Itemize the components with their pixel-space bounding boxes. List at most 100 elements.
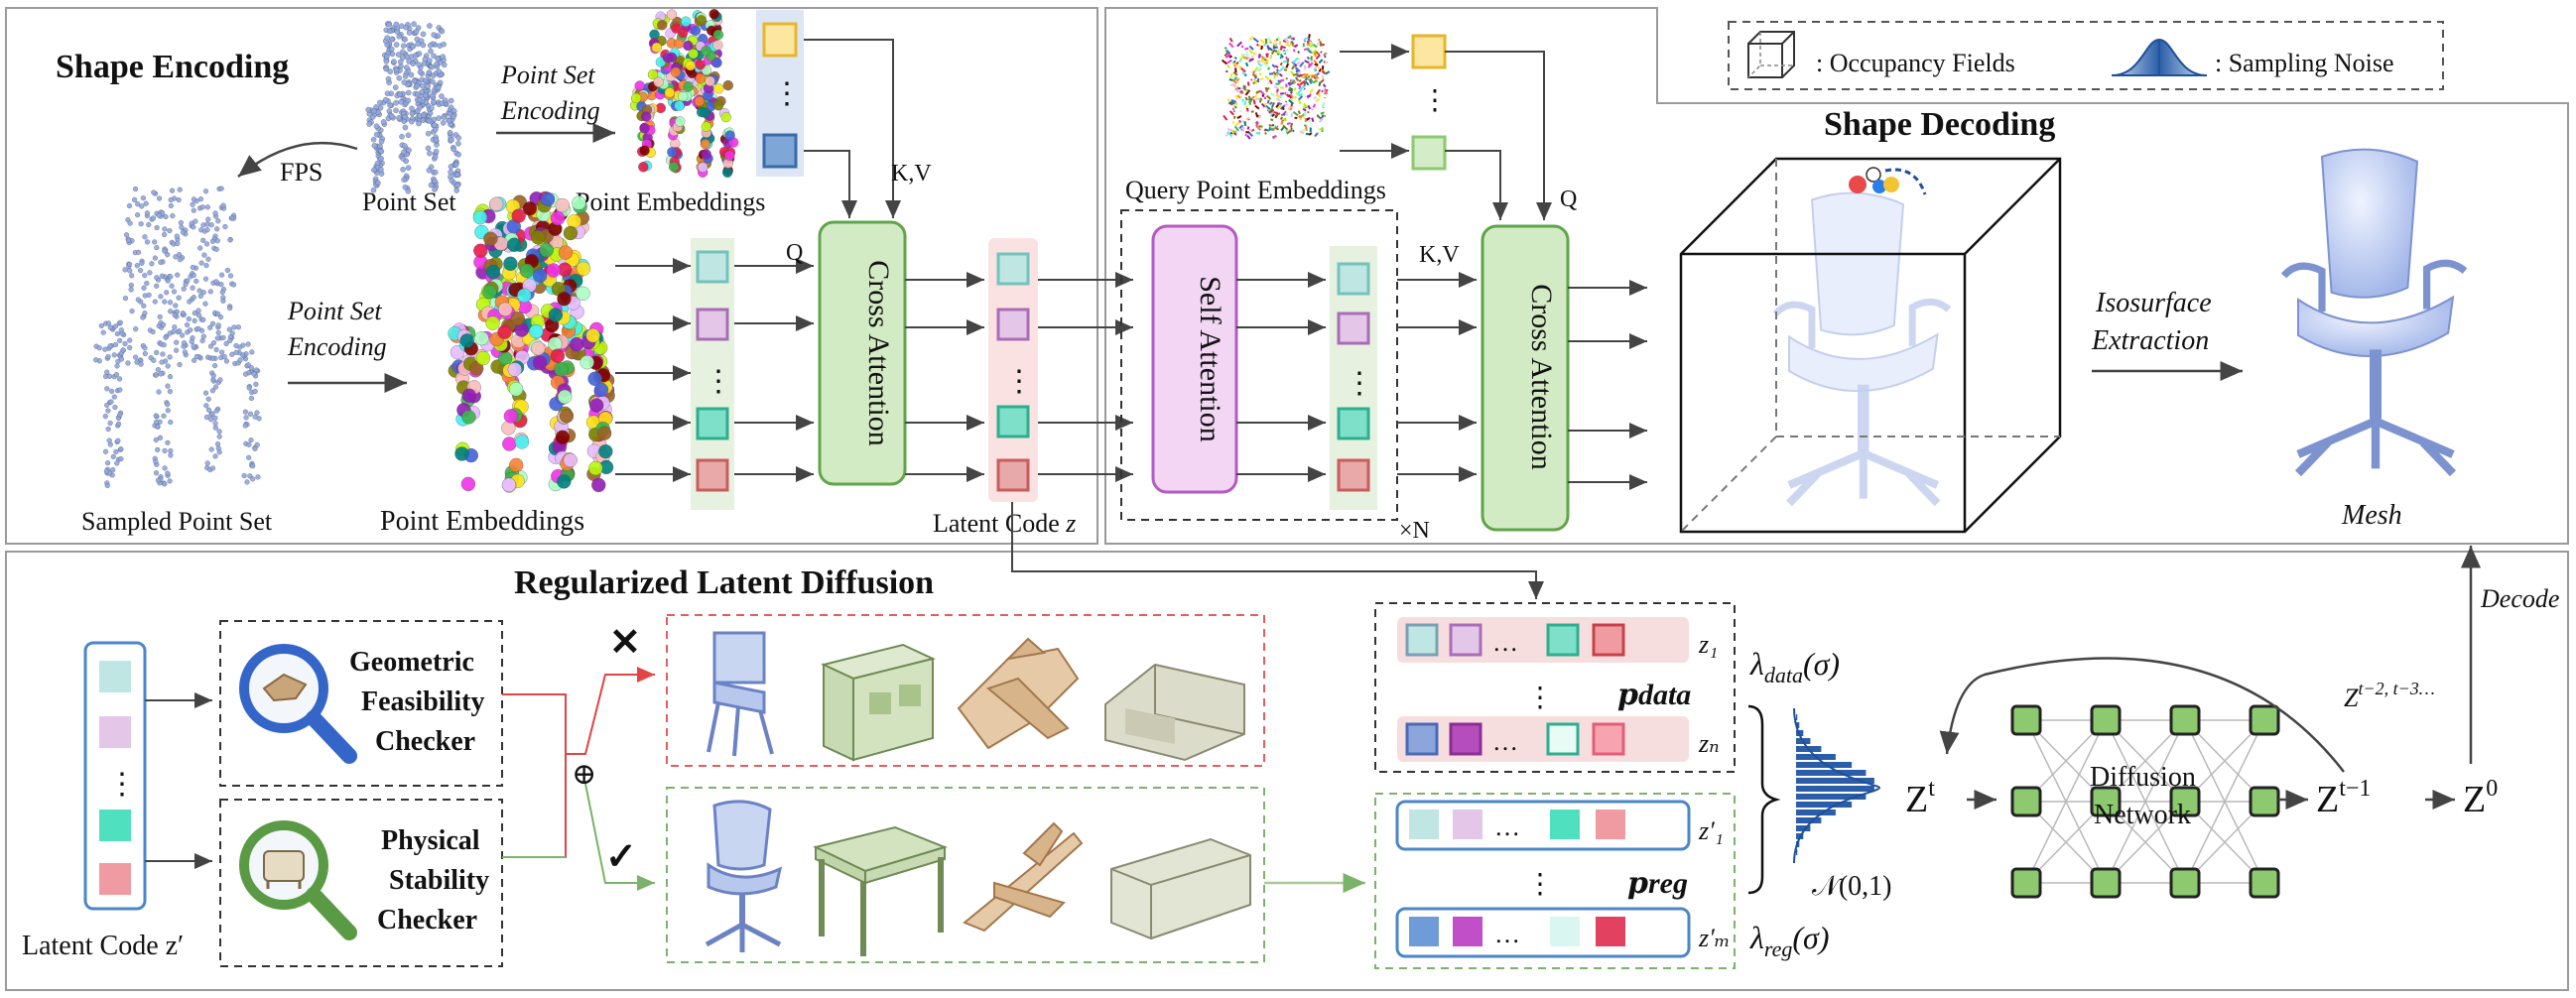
ghost-chair-image [1772,191,1952,507]
token [1596,810,1625,839]
token [1592,623,1625,657]
point-embeddings-top-label: Point Embeddings [576,187,765,216]
encode-label-bottom-1: Point Set [287,297,382,325]
physical-checker-label-2: Stability [389,865,489,896]
token [996,458,1030,492]
physical-checker-label-3: Checker [377,905,477,936]
token [1596,917,1625,946]
token [1592,722,1625,756]
occupancy-field-cube [1679,157,2062,534]
p-data-dots: ⋮ [1526,683,1554,713]
point-embeddings-bottom-label: Point Embeddings [380,506,584,537]
point-set-label: Point Set [362,187,456,216]
encode-label-top-1: Point Set [500,61,595,89]
query-embeddings-label: Query Point Embeddings [1125,176,1386,204]
token [1449,722,1482,756]
oplus-symbol: ⊕ [572,758,596,791]
gaussian-histogram [1793,707,1881,864]
token [99,661,131,692]
ellipsis: … [1494,812,1520,841]
diffusion-title: Regularized Latent Diffusion [514,564,934,601]
magnifier-icon-physical [239,820,357,940]
latent-code-prime-label: Latent Code z′ [22,931,184,961]
latent-code-column: ⋮ [988,238,1038,502]
physical-checker-box [219,799,503,967]
cross-attention-decoder-label: Cross Attention [1525,284,1558,470]
accepted-shapes-box [666,787,1265,963]
token-dots: ⋮ [107,768,137,801]
token [696,407,729,440]
legend-occupancy-label: : Occupancy Fields [1816,49,2015,77]
lambda-data-label: λdata(σ) [1749,646,1840,687]
z1p-row: … [1395,800,1691,851]
token [1546,623,1580,657]
latent-code-label: Latent Code z [933,509,1076,538]
diffusion-network-label-2: Network [2094,800,2191,830]
latent-code-prime-column: ⋮ [83,641,147,911]
cube-icon [1747,31,1795,78]
reject-mark: ✕ [609,622,641,664]
cross-attention-decoder [1481,224,1570,532]
token [1405,722,1439,756]
token [1411,34,1447,69]
token [996,308,1030,341]
lambda-reg-label: λreg(σ) [1749,920,1829,961]
times-n-label: ×N [1399,518,1430,544]
kv-label-dec: K,V [1419,242,1460,268]
accepted-office-chair-image [705,800,783,952]
token [1546,722,1580,756]
token [696,250,729,284]
token [1337,407,1370,440]
diffusion-network [2010,704,2280,899]
rejected-chair-image [707,631,774,757]
token [1550,810,1580,839]
rejected-shapes-box [666,614,1265,767]
physical-checker-label-1: Physical [381,825,480,856]
token [762,133,798,169]
token-dots: ⋮ [1345,367,1374,400]
point-set-chair-image [365,21,461,194]
token [1453,917,1482,946]
encode-label-bottom-2: Encoding [287,332,387,361]
token [1337,458,1370,492]
geometric-checker-box [219,620,503,787]
merge-brace [1747,704,1781,895]
rejected-sofa-image [1104,663,1245,762]
rejected-plane-image [957,637,1080,750]
token [1337,262,1370,296]
token-dots: ⋮ [772,77,802,110]
token-dots: ⋮ [1421,85,1449,116]
token [1453,810,1482,839]
fps-arrow [237,141,358,178]
isosurface-label-1: Isosurface [2095,288,2212,318]
checker-merge [502,667,655,891]
token [99,863,131,895]
p-reg-box [1374,793,1736,969]
token [99,716,131,748]
diffusion-panel [5,551,2569,991]
z0-label: Z0 [2463,776,2498,820]
accept-mark: ✓ [605,836,637,878]
p-reg-dots: ⋮ [1526,869,1554,900]
token [1449,623,1482,657]
z-prev-label: Zt−2, t−3… [2344,679,2435,712]
self-attention-output-column: ⋮ [1330,246,1377,510]
token [99,810,131,841]
cross-attention-encoder-label: Cross Attention [862,260,895,446]
kv-token-column: ⋮ [756,10,804,177]
normal-dist-label: 𝒩(0,1) [1812,871,1891,902]
accepted-jet-image [963,821,1084,933]
p-data-label: 𝒑data [1617,679,1691,711]
occupancy-sample-points [1849,167,1927,195]
token [762,22,798,58]
token-dots: ⋮ [1004,365,1034,398]
zn-label: zₙ [1698,729,1720,758]
cross-attention-encoder [818,220,907,486]
sampled-point-set-label: Sampled Point Set [81,507,273,536]
legend: : Occupancy Fields : Sampling Noise [1728,21,2444,90]
diffusion-network-label-1: Diffusion [2090,762,2196,793]
self-attention-block [1120,209,1398,521]
zmp-row: … [1395,907,1691,958]
z1-row: … [1397,617,1689,663]
gaussian-noise-icon [2111,38,2208,76]
